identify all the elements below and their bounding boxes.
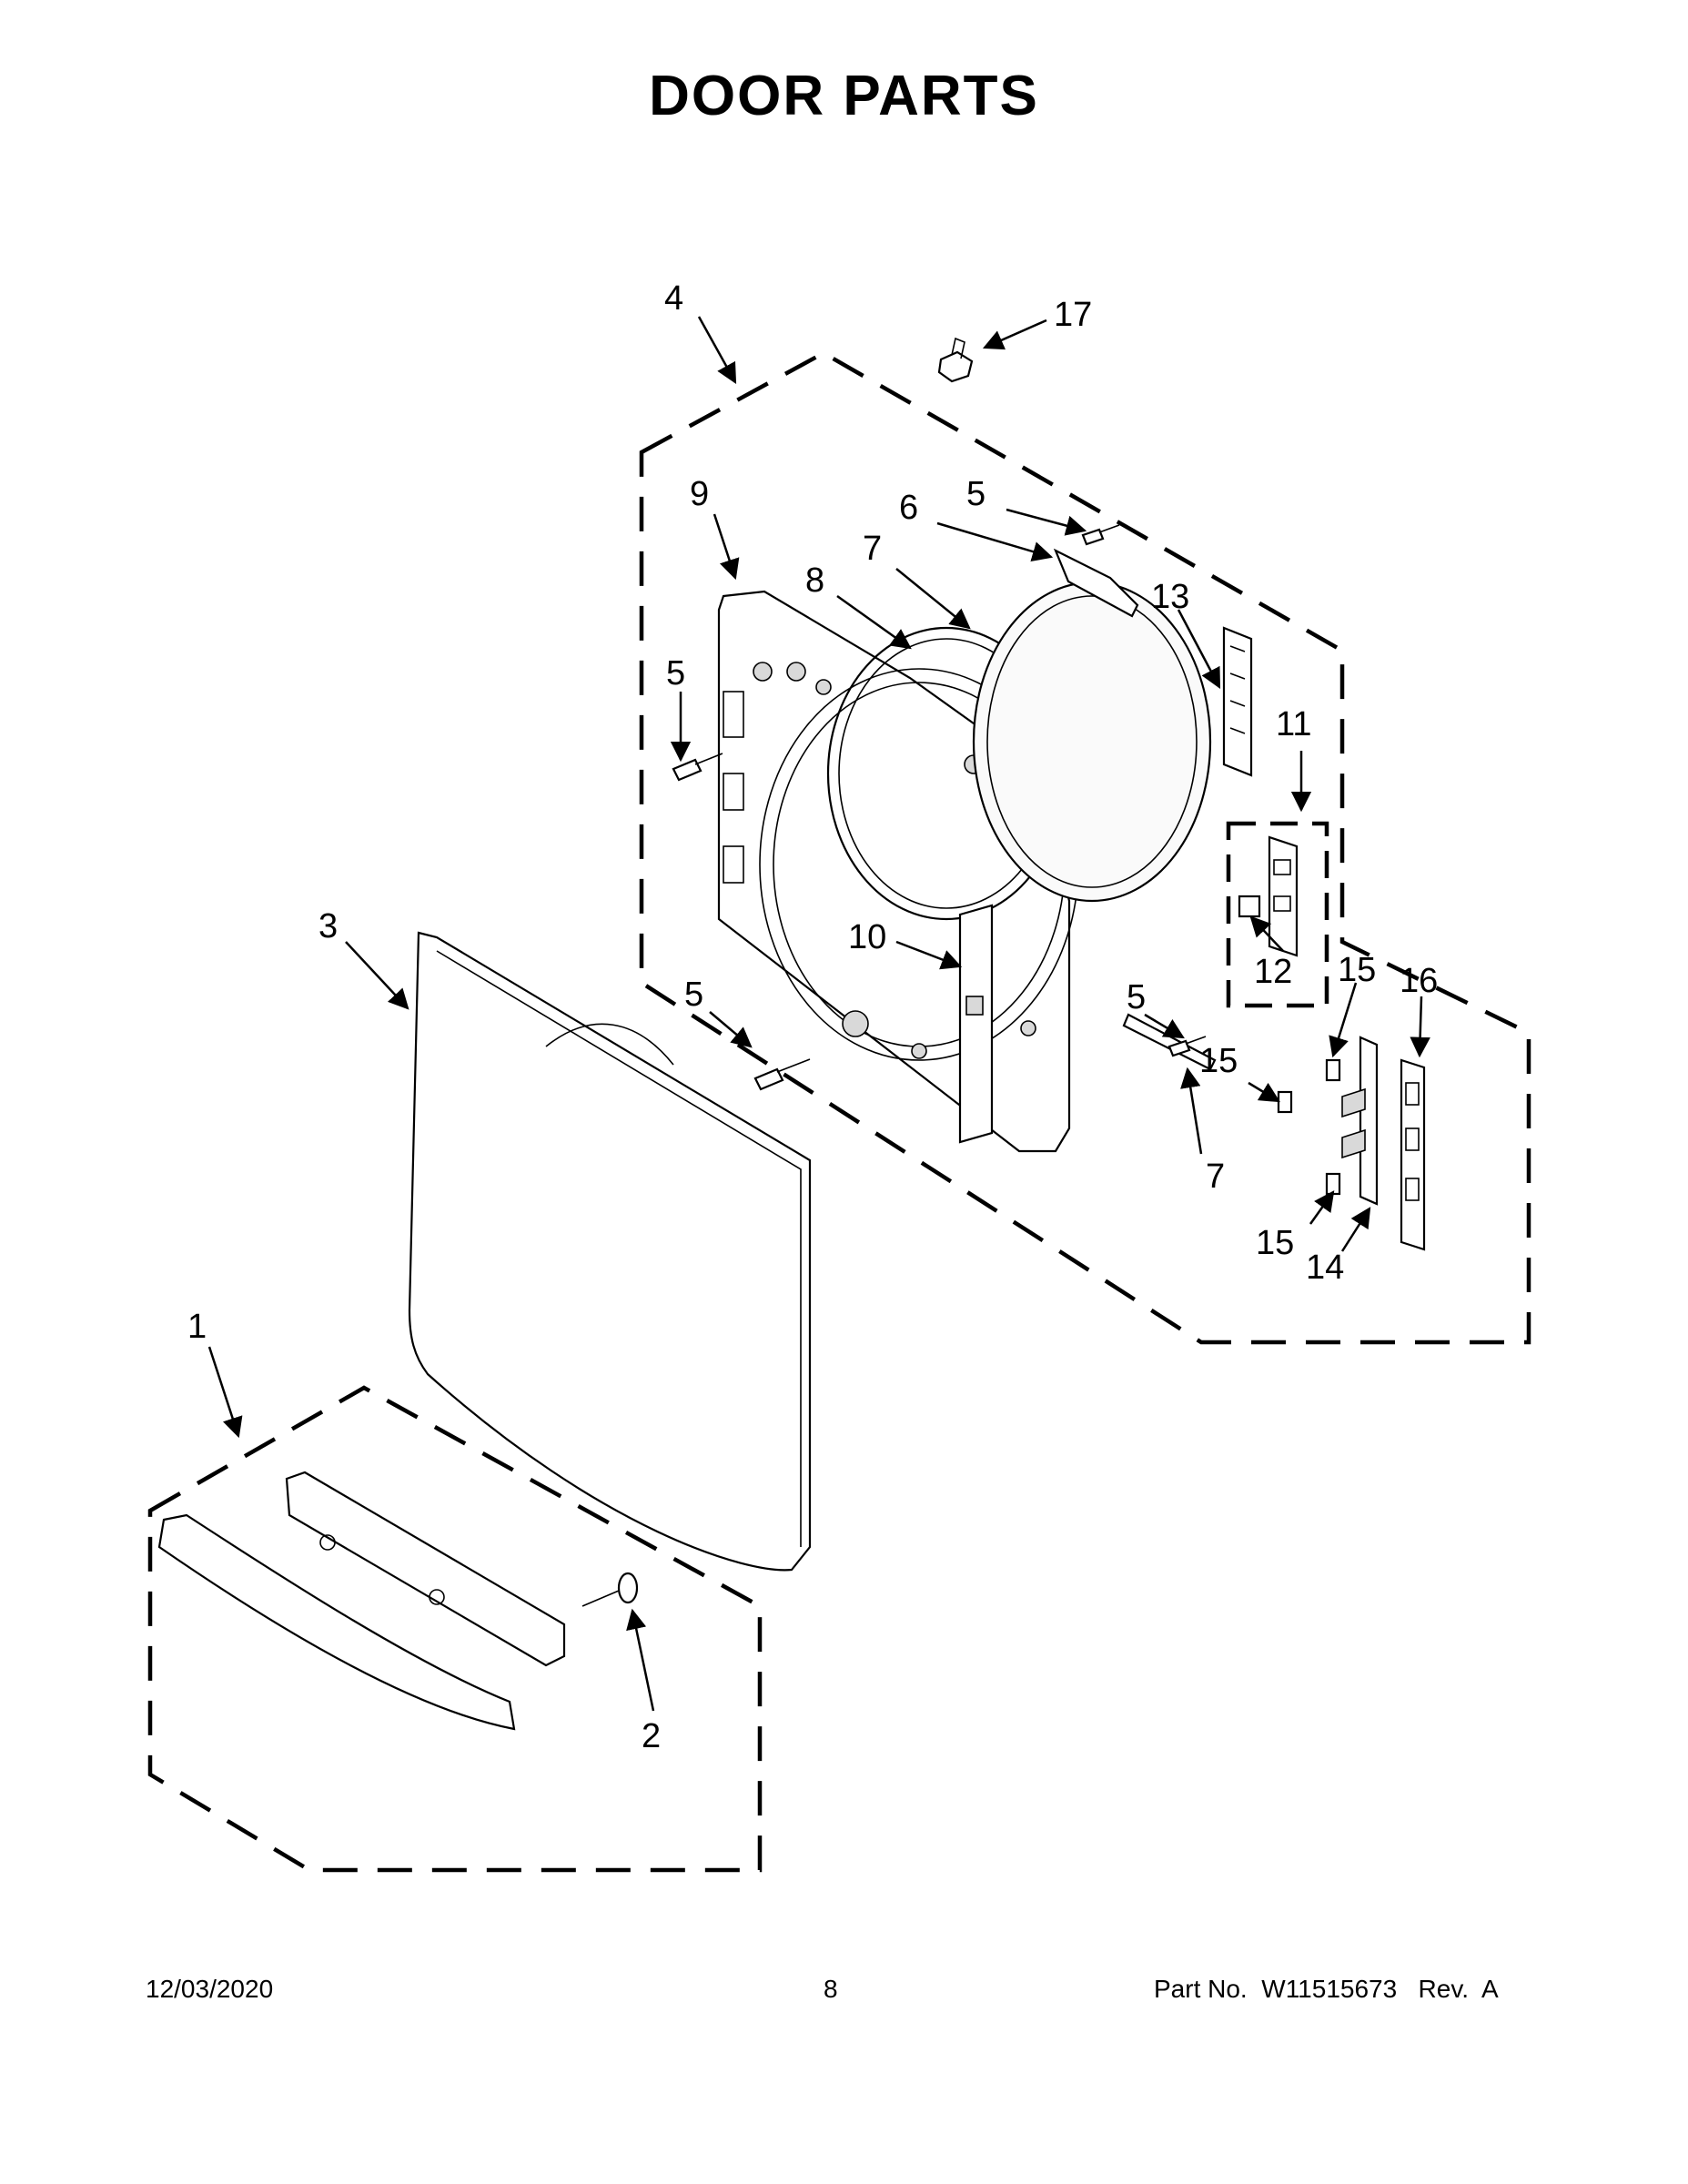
callout-11: 11	[1276, 705, 1311, 743]
door-glass-part	[972, 581, 1212, 903]
hinge-pin-mid-part	[1277, 1090, 1293, 1114]
screw-part-lower-right	[1167, 1036, 1207, 1057]
callout-5-top-right: 5	[966, 475, 986, 513]
callout-5-lower-right: 5	[1127, 978, 1146, 1016]
callout-17: 17	[1054, 296, 1092, 334]
callout-4: 4	[664, 279, 683, 318]
outer-door-panel-part	[408, 931, 812, 1572]
screw-part-upper-left	[672, 753, 723, 782]
footer-page-number: 8	[824, 1975, 838, 2003]
handle-screw-part	[581, 1572, 639, 1607]
footer-date: 12/03/2020	[146, 1975, 274, 2003]
callout-2: 2	[642, 1717, 661, 1755]
hinge-bracket-part	[1268, 835, 1299, 957]
callout-5-left: 5	[666, 654, 685, 693]
hinge-shim-part	[1400, 1058, 1426, 1251]
callout-8: 8	[805, 561, 824, 600]
callout-7-bottom: 7	[1206, 1158, 1225, 1196]
leader-lines	[207, 316, 1430, 1712]
push-pin-part	[937, 337, 974, 383]
callout-15-mid: 15	[1199, 1042, 1238, 1080]
screw-part-upper-right	[1081, 524, 1120, 546]
callout-14: 14	[1306, 1249, 1344, 1287]
top-bracket-part	[1053, 548, 1139, 618]
callout-7-top: 7	[863, 530, 882, 568]
door-handle-part	[157, 1513, 516, 1731]
latch-plate-part	[958, 904, 994, 1144]
callout-15-top: 15	[1338, 951, 1376, 989]
callout-15-bottom: 15	[1256, 1224, 1294, 1262]
callout-5-lower-left: 5	[684, 976, 703, 1014]
door-strike-part	[1222, 626, 1253, 777]
callout-16: 16	[1400, 962, 1438, 1000]
callout-9: 9	[690, 475, 709, 513]
handle-group-boundary	[147, 1385, 763, 1873]
callout-13: 13	[1151, 578, 1189, 616]
hinge-block-part	[1238, 895, 1261, 918]
hinge-part	[1341, 1036, 1379, 1206]
callout-10: 10	[848, 918, 886, 956]
callout-labels: 4 17 9 5 6 7 8 13 5 11 3 10 12 15 16 5 5…	[187, 279, 1438, 1755]
door-assembly-group-boundary	[639, 350, 1531, 1345]
hinge-pin-bottom-part	[1325, 1172, 1341, 1196]
handle-bracket-part	[285, 1471, 566, 1667]
hinge-pin-top-part	[1325, 1058, 1341, 1082]
callout-6: 6	[899, 489, 918, 527]
callout-3: 3	[318, 907, 338, 945]
hinge-subgroup-boundary	[1226, 821, 1329, 1008]
page-title: DOOR PARTS	[649, 65, 1039, 127]
callout-12: 12	[1254, 953, 1292, 991]
footer-part-number: Part No. W11515673 Rev. A	[1154, 1975, 1499, 2003]
callout-1: 1	[187, 1308, 207, 1346]
screw-part-lower-left	[753, 1058, 811, 1091]
